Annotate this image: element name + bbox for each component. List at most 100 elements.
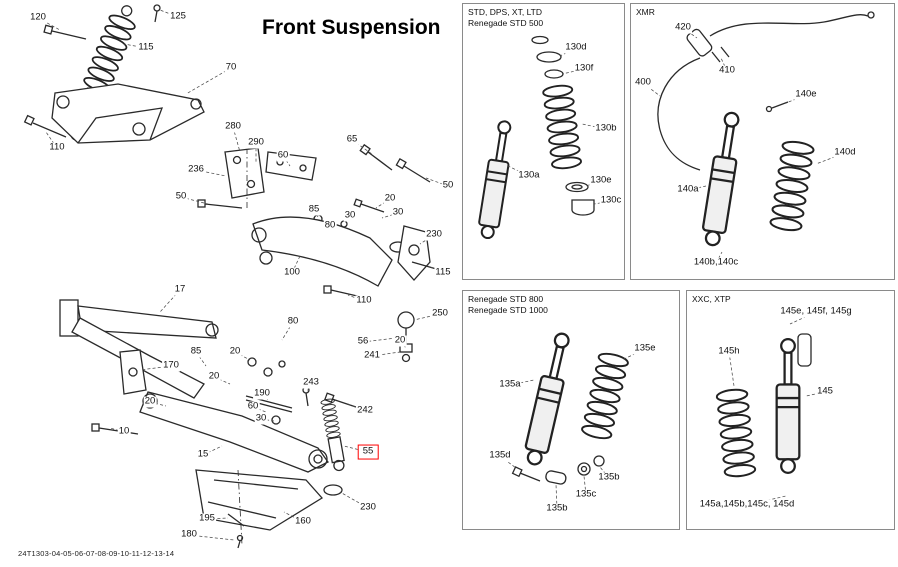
- part-label-main-241[interactable]: 241: [363, 349, 381, 362]
- panel-header-xxc: XXC, XTP: [692, 294, 731, 304]
- part-label-main-120[interactable]: 120: [29, 11, 47, 24]
- part-label-main-30[interactable]: 30: [343, 209, 357, 222]
- part-label-main-60[interactable]: 60: [276, 149, 290, 162]
- part-label-std-dps-xt-ltd-130e[interactable]: 130e: [589, 174, 613, 187]
- part-label-main-250[interactable]: 250: [431, 307, 449, 320]
- part-label-std-dps-xt-ltd-130f[interactable]: 130f: [573, 62, 595, 75]
- part-label-main-280[interactable]: 280: [224, 120, 242, 133]
- leader-line: [180, 196, 209, 205]
- leader-line: [555, 483, 558, 510]
- part-label-xmr-140b-140c[interactable]: 140b,140c: [692, 256, 740, 269]
- part-label-main-115[interactable]: 115: [434, 266, 452, 279]
- part-label-main-110[interactable]: 110: [355, 294, 373, 307]
- xxc-art: [715, 333, 812, 479]
- part-label-xmr-140a[interactable]: 140a: [676, 183, 700, 196]
- part-label-xxc-xtp-145e-145f-145g[interactable]: 145e, 145f, 145g: [779, 305, 853, 318]
- part-label-main-20[interactable]: 20: [393, 334, 407, 347]
- leader-line: [283, 511, 304, 523]
- part-label-renegade-std-800-1000-135a[interactable]: 135a: [498, 378, 522, 391]
- part-label-main-236[interactable]: 236: [187, 163, 205, 176]
- main-diagram-art: [23, 4, 441, 549]
- part-label-main-85[interactable]: 85: [189, 345, 203, 358]
- part-label-main-17[interactable]: 17: [173, 283, 187, 296]
- leader-line: [581, 123, 607, 130]
- part-label-renegade-std-800-1000-135e[interactable]: 135e: [633, 342, 657, 355]
- part-label-main-115[interactable]: 115: [137, 41, 155, 54]
- part-label-main-242[interactable]: 242: [356, 404, 374, 417]
- part-label-xmr-140d[interactable]: 140d: [833, 146, 857, 159]
- skid-plate-art: [195, 469, 324, 531]
- part-label-main-20[interactable]: 20: [207, 370, 221, 383]
- part-label-renegade-std-800-1000-135d[interactable]: 135d: [488, 449, 512, 462]
- part-label-std-dps-xt-ltd-130a[interactable]: 130a: [517, 169, 541, 182]
- part-label-main-60[interactable]: 60: [246, 400, 260, 413]
- part-label-main-10[interactable]: 10: [117, 425, 131, 438]
- part-label-main-290[interactable]: 290: [247, 136, 265, 149]
- leader-line: [499, 455, 517, 469]
- leader-line: [621, 348, 646, 361]
- variant-panels-art: [475, 11, 875, 485]
- part-label-main-230[interactable]: 230: [359, 501, 377, 514]
- part-label-xmr-410[interactable]: 410: [718, 64, 736, 77]
- part-label-main-56[interactable]: 56: [356, 335, 370, 348]
- part-label-renegade-std-800-1000-135b[interactable]: 135b: [545, 502, 569, 515]
- renegade-art: [511, 330, 631, 485]
- part-label-main-230[interactable]: 230: [425, 228, 443, 241]
- part-label-main-15[interactable]: 15: [196, 448, 210, 461]
- part-label-xmr-400[interactable]: 400: [634, 76, 652, 89]
- leader-line: [561, 68, 585, 75]
- part-label-main-70[interactable]: 70: [224, 61, 238, 74]
- part-label-main-125[interactable]: 125: [169, 10, 187, 23]
- part-label-xxc-xtp-145[interactable]: 145: [816, 385, 834, 398]
- part-label-renegade-std-800-1000-135b[interactable]: 135b: [597, 471, 621, 484]
- leader-line: [728, 351, 735, 387]
- part-label-main-100[interactable]: 100: [283, 266, 301, 279]
- part-label-std-dps-xt-ltd-130b[interactable]: 130b: [594, 122, 618, 135]
- part-label-main-55[interactable]: 55: [357, 444, 379, 460]
- part-label-xxc-xtp-145a-145b-145c-145d[interactable]: 145a,145b,145c, 145d: [698, 498, 796, 511]
- part-label-xmr-420[interactable]: 420: [674, 21, 692, 34]
- part-label-main-80[interactable]: 80: [323, 219, 337, 232]
- bracket-art: [224, 147, 317, 199]
- part-label-main-50[interactable]: 50: [174, 190, 188, 203]
- part-label-renegade-std-800-1000-135c[interactable]: 135c: [574, 488, 598, 501]
- leader-line: [123, 43, 147, 49]
- part-label-main-190[interactable]: 190: [253, 387, 271, 400]
- panel-renegade-std-800-1000: Renegade STD 800 Renegade STD 1000: [462, 290, 680, 530]
- part-label-main-65[interactable]: 65: [345, 133, 359, 146]
- leader-line: [343, 445, 369, 453]
- panel-header-std: STD, DPS, XT, LTD Renegade STD 500: [468, 7, 544, 29]
- part-label-std-dps-xt-ltd-130d[interactable]: 130d: [564, 41, 588, 54]
- footer-part-code: 24T1303-04-05-06-07-08-09-10-11-12-13-14: [18, 549, 175, 558]
- part-label-std-dps-xt-ltd-130c[interactable]: 130c: [599, 194, 623, 207]
- part-label-main-243[interactable]: 243: [302, 376, 320, 389]
- leader-line: [185, 67, 232, 95]
- leader-line: [509, 379, 535, 386]
- part-label-main-180[interactable]: 180: [180, 528, 198, 541]
- part-label-main-170[interactable]: 170: [162, 359, 180, 372]
- part-label-main-20[interactable]: 20: [143, 395, 157, 408]
- part-label-main-195[interactable]: 195: [198, 512, 216, 525]
- page-title: Front Suspension: [262, 16, 441, 39]
- leader-line: [351, 139, 373, 155]
- panel-std-dps-xt-ltd: STD, DPS, XT, LTD Renegade STD 500: [462, 3, 625, 280]
- part-label-main-80[interactable]: 80: [286, 315, 300, 328]
- part-label-main-50[interactable]: 50: [441, 179, 455, 192]
- part-label-main-20[interactable]: 20: [228, 345, 242, 358]
- lower-front-arm-art: [59, 299, 219, 399]
- part-label-xxc-xtp-145h[interactable]: 145h: [717, 345, 741, 358]
- part-label-main-160[interactable]: 160: [294, 515, 312, 528]
- part-label-main-110[interactable]: 110: [48, 141, 66, 154]
- part-label-xmr-140e[interactable]: 140e: [794, 88, 818, 101]
- part-label-main-30[interactable]: 30: [391, 206, 405, 219]
- part-label-main-20[interactable]: 20: [383, 192, 397, 205]
- leader-line: [291, 255, 301, 274]
- leader-line: [413, 313, 441, 321]
- part-label-main-30[interactable]: 30: [254, 412, 268, 425]
- part-label-main-85[interactable]: 85: [307, 203, 321, 216]
- leader-line: [371, 351, 401, 357]
- leader-line: [202, 445, 223, 456]
